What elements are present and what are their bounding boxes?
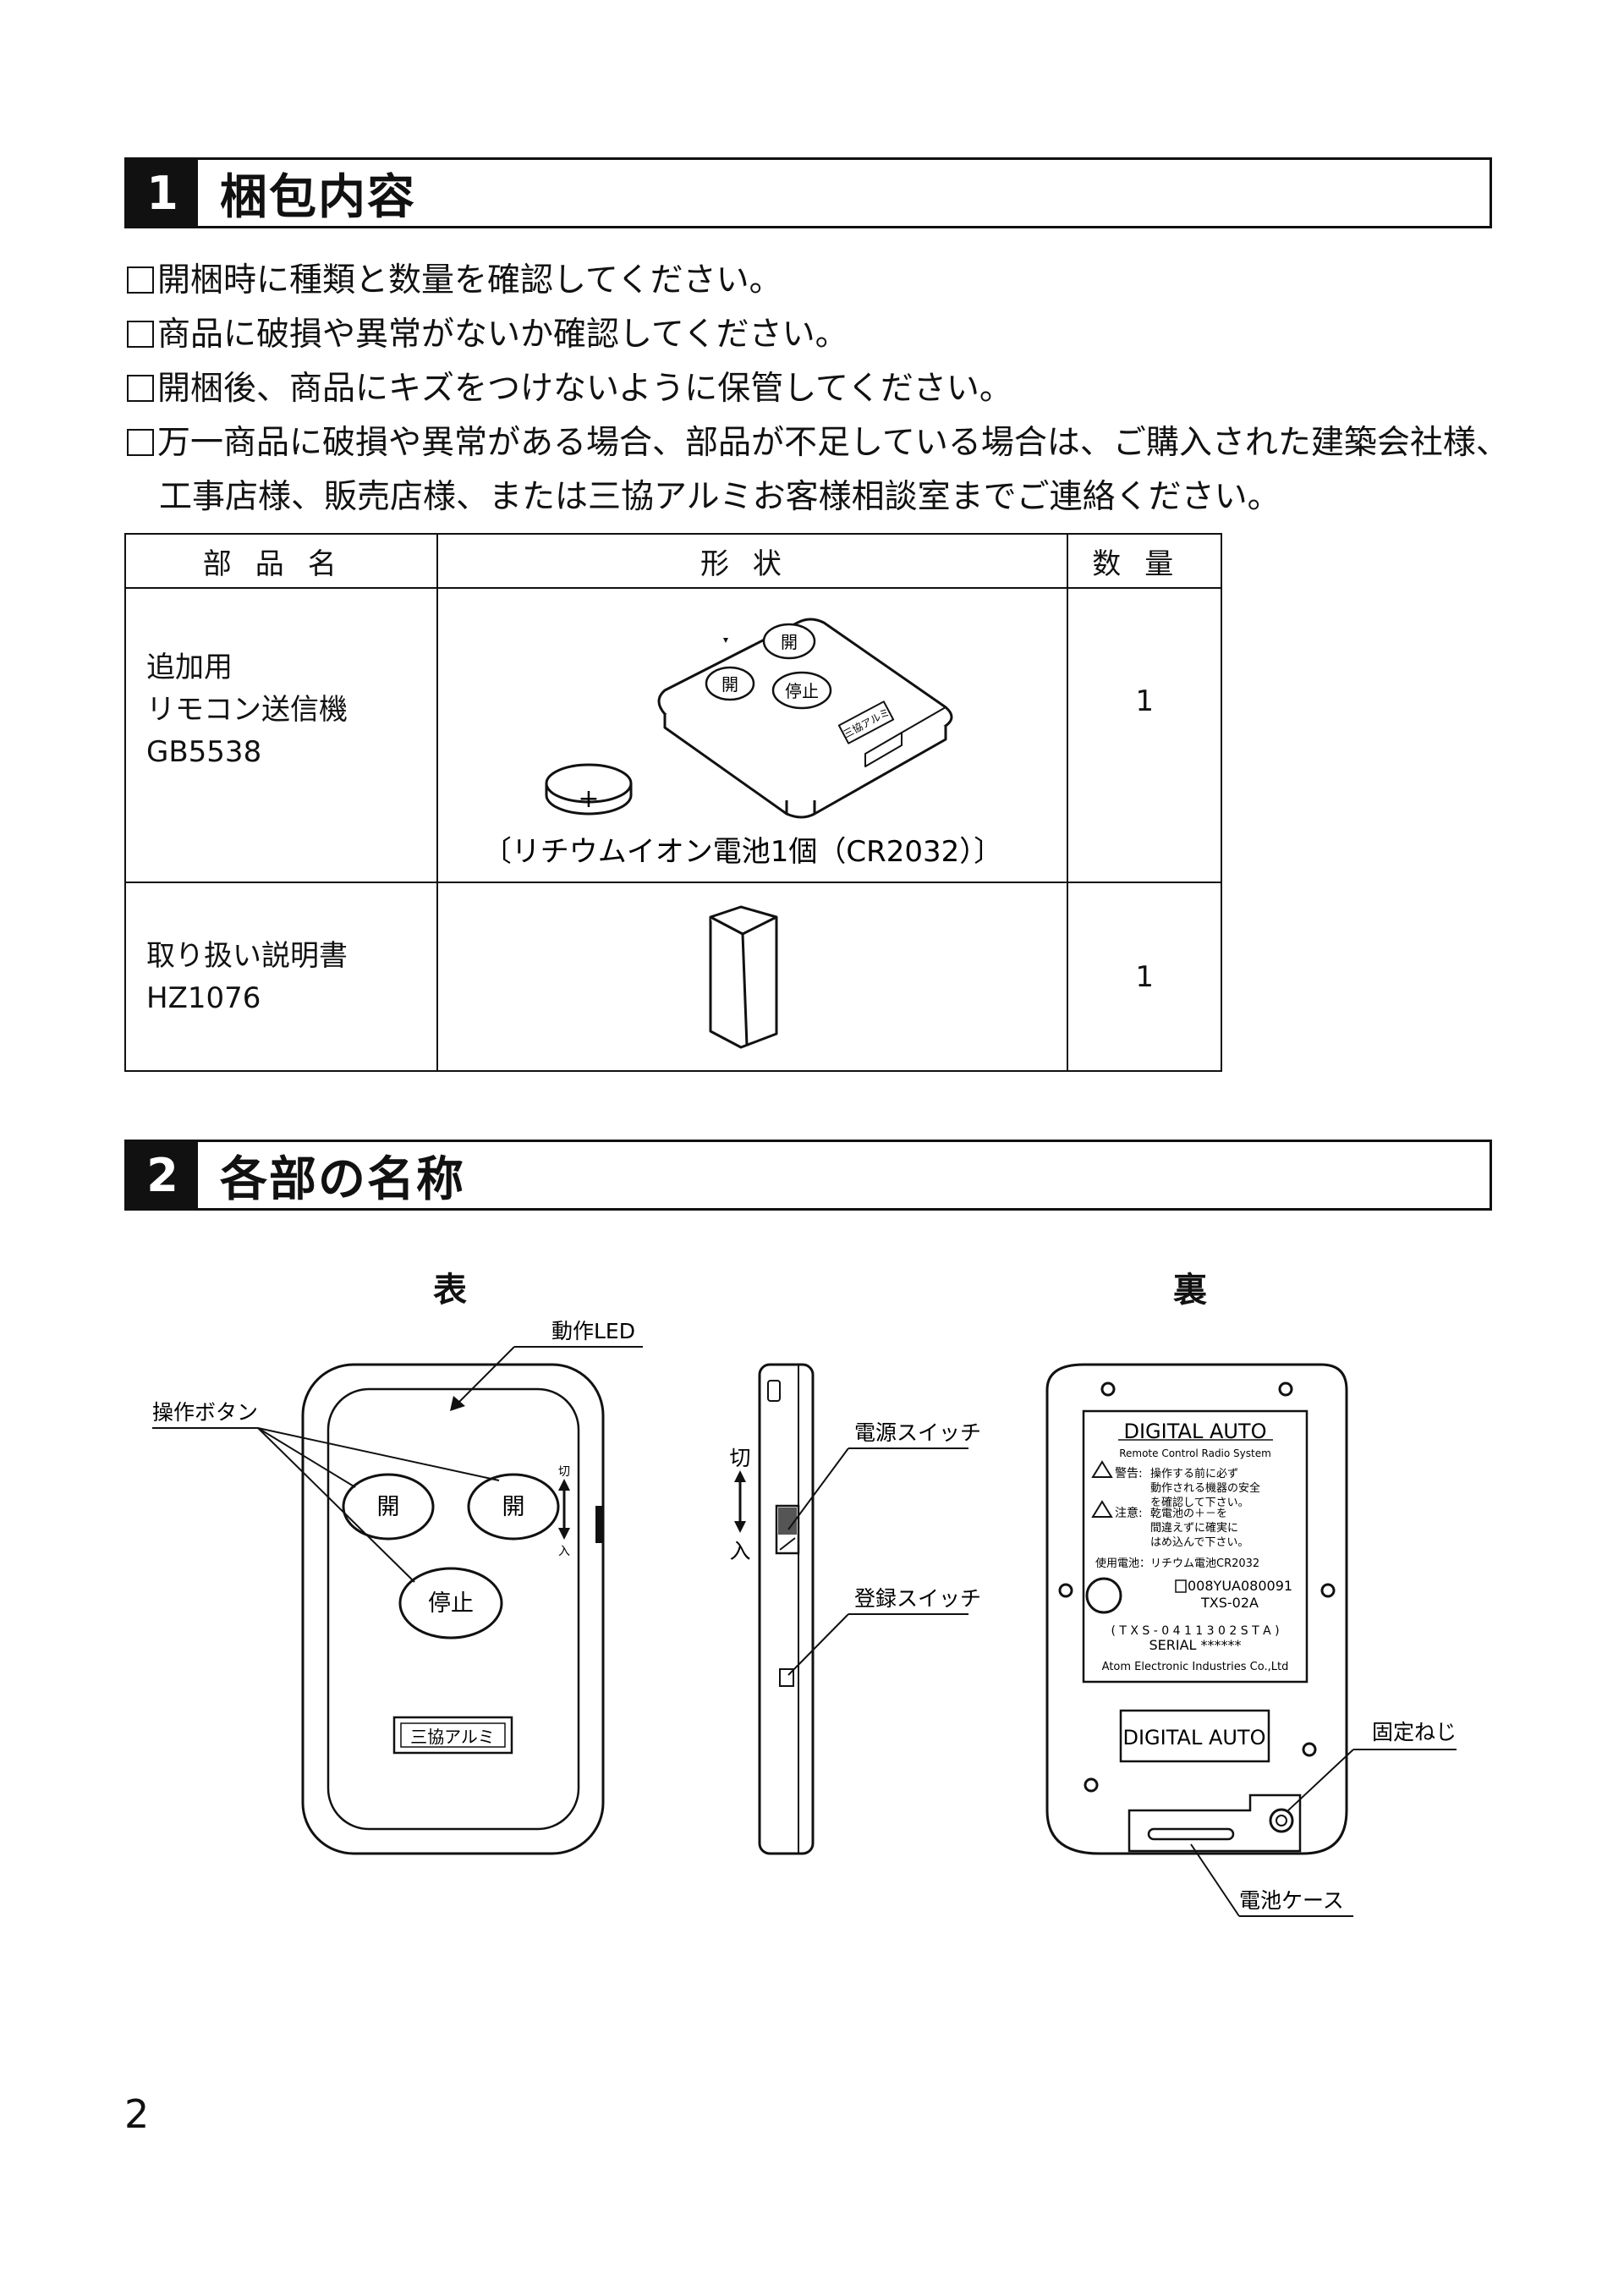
table-header-row: 部品名 形状 数量 [123, 533, 1222, 589]
open-button-2 [467, 1473, 560, 1541]
note-item: 万一商品に破損や異常がある場合、部品が不足している場合は、ご購入された建築会社様… [127, 416, 1509, 470]
fixing-screw [1269, 1808, 1294, 1833]
remote-and-battery-illustration: 開 開 停止 三協アルミ + 〔リチウムイオン電池1個（CR2032）〕 [483, 618, 1003, 869]
screw-callout: 固定ねじ [1372, 1720, 1457, 1744]
remote-stop-button-label: 停止 [785, 681, 819, 701]
checkbox-icon [127, 321, 154, 348]
led-callout: 動作LED [551, 1319, 635, 1343]
page-number: 2 [124, 2091, 150, 2137]
open-button-label: 開 [377, 1494, 400, 1520]
register-switch-callout: 登録スイッチ [854, 1586, 981, 1611]
table-row: 追加用 リモコン送信機 GB5538 [123, 587, 1222, 883]
checkbox-icon [127, 429, 154, 456]
remote-open-button-label: 開 [781, 632, 798, 652]
back-label-panel [1082, 1409, 1309, 1684]
parts-table: 部品名 形状 数量 追加用 リモコン送信機 GB5538 [123, 533, 1222, 1072]
open-button [342, 1473, 435, 1541]
open-button-label: 開 [502, 1494, 525, 1520]
svg-text:乾電池の＋－を: 乾電池の＋－を [1150, 1508, 1227, 1520]
battery-case-callout: 電池ケース [1239, 1888, 1344, 1913]
checkbox-icon [127, 375, 154, 402]
label-model: TXS-02A [1200, 1595, 1259, 1611]
quantity-cell: 1 [1067, 882, 1222, 1072]
label-maker: Atom Electronic Industries Co.,Ltd [1102, 1661, 1289, 1673]
section-1-header: 1 梱包内容 [124, 157, 1492, 228]
remote-transmitter-image [657, 618, 953, 819]
note-item: 開梱後、商品にキズをつけないように保管してください。 [127, 362, 1497, 416]
header-quantity: 数量 [1067, 533, 1222, 589]
part-name-line: リモコン送信機 [146, 693, 348, 727]
buttons-callout: 操作ボタン [152, 1400, 258, 1425]
brand-plate-text: 三協アルミ [410, 1727, 495, 1747]
shape-cell: 開 開 停止 三協アルミ + 〔リチウムイオン電池1個（CR2032）〕 [436, 587, 1069, 883]
note-continuation: 工事店様、販売店様、または三協アルミお客様相談室までご連絡ください。 [159, 478, 1281, 516]
part-name-line: GB5538 [146, 735, 262, 769]
front-on-label: 入 [558, 1545, 570, 1558]
part-name-line: HZ1076 [146, 980, 261, 1015]
header-shape: 形状 [436, 533, 1069, 589]
label-serial-code: ( T X S - 0 4 1 1 3 0 2 S T A ) [1111, 1624, 1279, 1638]
back-remote-outline [1045, 1363, 1348, 1855]
battery-caption: 〔リチウムイオン電池1個（CR2032）〕 [483, 835, 1003, 869]
stop-button-label: 停止 [428, 1590, 474, 1617]
label-caution-head: 注意: [1115, 1506, 1143, 1520]
notes-list: 開梱時に種類と数量を確認してください。 商品に破損や異常がないか確認してください… [127, 254, 1509, 525]
part-name-cell: 取り扱い説明書 HZ1076 [123, 882, 439, 1072]
part-name-cell: 追加用 リモコン送信機 GB5538 [123, 587, 439, 883]
remote-open-button-label: 開 [721, 674, 738, 695]
section-2-title: 各部の名称 [220, 1151, 465, 1207]
label-battery: 使用電池：リチウム電池CR2032 [1095, 1557, 1259, 1570]
front-off-label: 切 [558, 1465, 570, 1479]
part-name-line: 追加用 [146, 651, 233, 684]
label-system: Remote Control Radio System [1119, 1447, 1271, 1459]
svg-text:操作する前に必ず: 操作する前に必ず [1150, 1467, 1238, 1480]
side-on-label: 入 [729, 1539, 750, 1563]
coin-battery-image [545, 763, 633, 816]
svg-text:間違えずに確実に: 間違えずに確実に [1150, 1521, 1238, 1535]
checkbox-icon [127, 266, 154, 294]
note-item: 商品に破損や異常がないか確認してください。 [127, 308, 1497, 362]
label-warning-head: 警告: [1115, 1467, 1143, 1480]
section-2-number: 2 [127, 1142, 198, 1208]
stop-button [398, 1567, 503, 1640]
label-serial: SERIAL ****** [1149, 1637, 1241, 1653]
front-view-title: 表 [433, 1271, 467, 1310]
svg-text:動作される機器の安全: 動作される機器の安全 [1150, 1481, 1260, 1495]
register-switch [779, 1668, 794, 1687]
power-switch [775, 1504, 800, 1555]
section-1-number: 1 [127, 160, 198, 226]
shape-cell [436, 882, 1069, 1072]
svg-text:を確認して下さい。: を確認して下さい。 [1150, 1496, 1249, 1509]
power-switch-callout: 電源スイッチ [854, 1420, 981, 1445]
svg-text:はめ込んで下さい。: はめ込んで下さい。 [1150, 1536, 1248, 1549]
front-remote-face [326, 1387, 580, 1831]
side-switch-tab [595, 1506, 602, 1543]
manual-booklet-illustration [709, 905, 778, 1049]
battery-plus-icon: + [579, 784, 600, 814]
back-plate-brand: DIGITAL AUTO [1123, 1726, 1266, 1749]
side-view-outline [758, 1363, 815, 1855]
table-row: 取り扱い説明書 HZ1076 1 [123, 882, 1222, 1072]
back-view-title: 裏 [1173, 1271, 1207, 1310]
back-brand-plate [1119, 1709, 1270, 1763]
brand-plate [392, 1716, 513, 1755]
note-item: 開梱時に種類と数量を確認してください。 [127, 254, 1497, 308]
side-off-label: 切 [729, 1446, 750, 1470]
part-name-line: 取り扱い説明書 [146, 938, 348, 973]
header-part-name: 部品名 [123, 533, 439, 589]
front-remote-outline [301, 1363, 605, 1855]
battery-case [1127, 1793, 1302, 1853]
section-2-header: 2 各部の名称 [124, 1140, 1492, 1211]
quantity-cell: 1 [1067, 587, 1222, 883]
label-brand: DIGITAL AUTO [1124, 1420, 1267, 1443]
label-cert: 008YUA080091 [1188, 1578, 1292, 1594]
parts-diagram: 開 開 停止 三協アルミ 切 入 動作LED 操作ボタン 切 入 電源スイッチ … [152, 1319, 1457, 1917]
section-1-title: 梱包内容 [220, 169, 416, 225]
